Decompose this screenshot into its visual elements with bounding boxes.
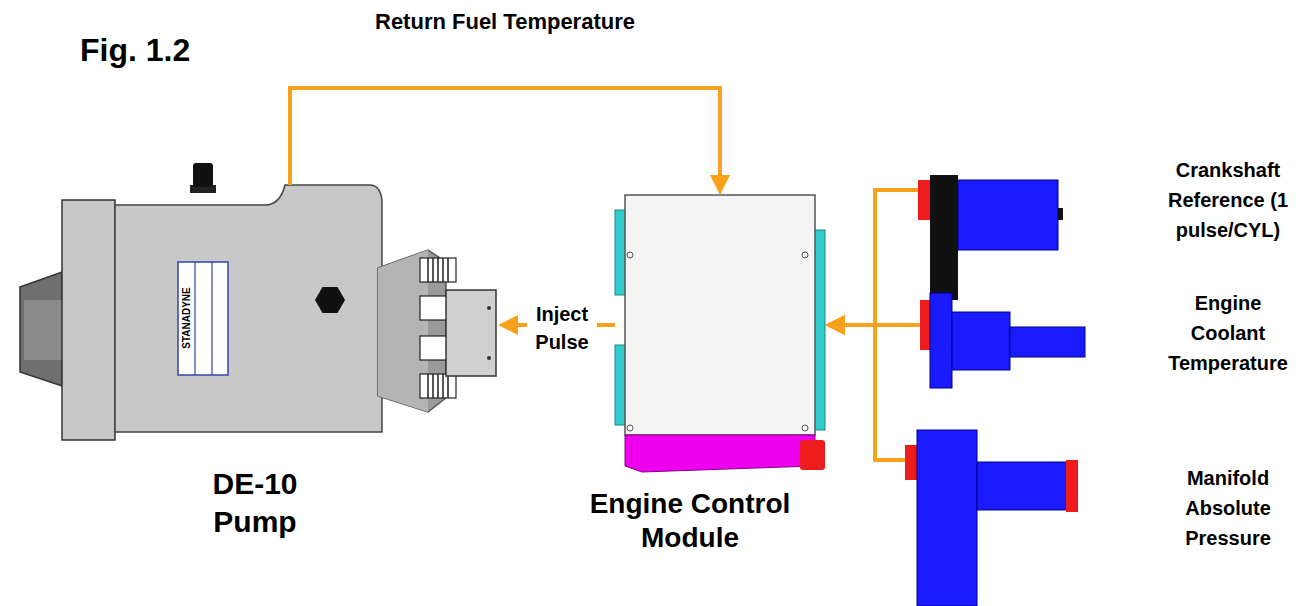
- map-sensor: Manifold Absolute Pressure: [905, 430, 1080, 604]
- sensor-signal-line: [845, 325, 905, 460]
- coolant-sensor: Engine Coolant Temperature: [920, 292, 1085, 390]
- figure-number: Fig. 1.2: [80, 32, 190, 68]
- node-label: Manifold Absolute Pressure: [1163, 463, 1293, 553]
- pump: DE-10 Pump: [18, 185, 498, 440]
- node-label: Engine Control Module: [575, 487, 805, 555]
- node-label: DE-10 Pump: [175, 465, 335, 541]
- map-sensor-illustration: [905, 430, 1078, 606]
- signal-label: Return Fuel Temperature: [355, 8, 655, 36]
- engine-control-module: Engine Control Module: [615, 195, 825, 472]
- sensor-signal-line: [845, 190, 918, 325]
- ecm-illustration: [615, 195, 825, 472]
- crankshaft-sensor-illustration: [918, 175, 1063, 300]
- node-label: Crankshaft Reference (1 pulse/CYL): [1163, 155, 1293, 245]
- pump-illustration: [20, 163, 496, 440]
- brand-nameplate: STANADYNE: [180, 263, 194, 373]
- signal-label: Inject Pulse: [527, 300, 597, 356]
- node-label: Engine Coolant Temperature: [1163, 288, 1293, 378]
- return-fuel-line: [290, 88, 720, 185]
- crankshaft-sensor: Crankshaft Reference (1 pulse/CYL): [918, 175, 1063, 300]
- coolant-sensor-illustration: [920, 293, 1085, 388]
